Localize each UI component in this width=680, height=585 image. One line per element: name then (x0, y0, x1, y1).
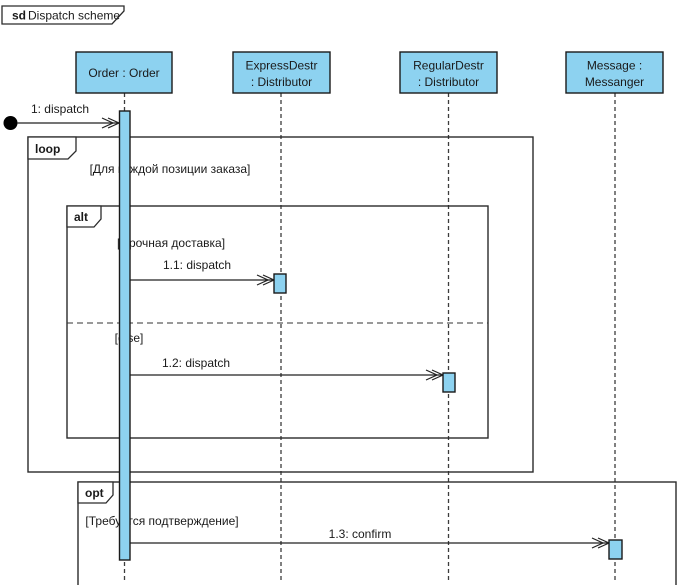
message-1-3-arrowhead-echo-icon (591, 537, 605, 549)
message-1-arrowhead-echo-icon (101, 117, 115, 129)
message-1-1-arrowhead-echo-icon (256, 274, 270, 286)
frame-keyword: sd (12, 9, 26, 23)
lifeline-head-expressdestr-box[interactable] (232, 51, 331, 94)
lifeline-head-order[interactable]: Order : Order (75, 51, 173, 94)
message-1-2-arrowhead-echo-icon (425, 369, 439, 381)
message-1-3-confirm[interactable]: 1.3: confirm (130, 527, 611, 549)
message-1-2-dispatch[interactable]: 1.2: dispatch (130, 356, 445, 381)
lifeline-head-regulardestr-box[interactable] (399, 51, 498, 94)
frame-title: Dispatch scheme (28, 9, 120, 23)
message-1-label: 1: dispatch (31, 102, 89, 116)
found-message-circle[interactable] (3, 116, 18, 130)
loop-operator-pentagon (27, 136, 77, 160)
lifeline-head-regulardestr-label-line1: RegularDestr (413, 59, 484, 73)
alt-operator-pentagon (66, 205, 102, 228)
loop-frame-border[interactable] (27, 136, 534, 473)
lifeline-head-expressdestr-label-line1: ExpressDestr (245, 59, 317, 73)
message-1-2-label: 1.2: dispatch (162, 356, 230, 370)
lifeline-head-expressdestr-label-line2: : Distributor (251, 75, 312, 89)
lifeline-head-order-box[interactable] (75, 51, 173, 94)
opt-operator-label: opt (85, 486, 104, 500)
activation-expressdestr[interactable] (273, 273, 287, 294)
loop-operator-label: loop (35, 142, 60, 156)
lifeline-head-message-label-line2: Messanger (585, 75, 644, 89)
activation-message[interactable] (608, 539, 623, 560)
message-1-1-label: 1.1: dispatch (163, 258, 231, 272)
lifeline-head-regulardestr-label-line2: : Distributor (418, 75, 479, 89)
diagram-frame-label[interactable]: sd Dispatch scheme (1, 5, 125, 25)
activation-regulardestr[interactable] (442, 372, 456, 393)
lifeline-head-regulardestr[interactable]: RegularDestr : Distributor (399, 51, 498, 94)
lifeline-head-message-label-line1: Message : (587, 59, 642, 73)
lifeline-head-message[interactable]: Message : Messanger (565, 51, 664, 94)
opt-frame-border[interactable] (77, 481, 677, 585)
alt-guard-urgent: [Срочная доставка] (117, 236, 225, 250)
message-1-dispatch[interactable]: 1: dispatch (3, 102, 121, 130)
opt-guard: [Требуется подтверждение] (85, 514, 238, 528)
frame-label-pentagon (1, 5, 125, 25)
message-1-1-dispatch[interactable]: 1.1: dispatch (130, 258, 276, 286)
lifeline-head-expressdestr[interactable]: ExpressDestr : Distributor (232, 51, 331, 94)
lifeline-head-order-label: Order : Order (88, 66, 159, 80)
loop-guard: [Для каждой позиции заказа] (90, 162, 251, 176)
activation-order[interactable] (118, 110, 131, 561)
opt-operator-pentagon (77, 481, 114, 504)
message-1-3-label: 1.3: confirm (329, 527, 392, 541)
alt-frame-border[interactable] (66, 205, 489, 439)
alt-operator-label: alt (74, 210, 88, 224)
lifeline-head-message-box[interactable] (565, 51, 664, 94)
